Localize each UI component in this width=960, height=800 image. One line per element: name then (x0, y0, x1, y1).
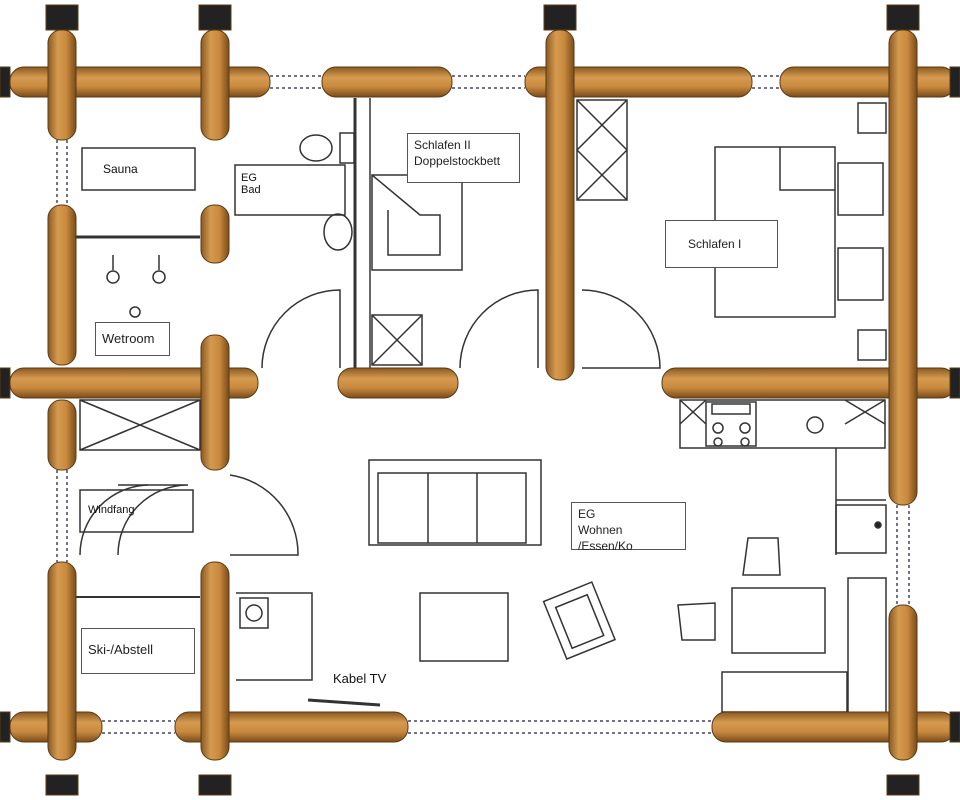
room-label-schlafen-1: Schlafen I (665, 220, 778, 268)
room-label-schlafen-2: Schlafen II Doppelstockbett (407, 133, 520, 183)
room-label-sauna: Sauna (103, 162, 138, 176)
room-label-wetroom: Wetroom (95, 322, 170, 356)
room-label-windfang: Windfang (88, 504, 135, 516)
room-label-bad-line2: Bad (241, 184, 261, 196)
label-kabel-tv: Kabel TV (333, 671, 387, 686)
room-label-wohnen-line1: EG (578, 507, 596, 521)
room-label-schlafen-2-line1: Schlafen II (414, 138, 471, 152)
room-label-wohnen-line2: Wohnen /Essen/Ko (578, 523, 633, 553)
room-label-bad: EG Bad (241, 172, 261, 196)
log-walls (0, 4, 960, 796)
room-label-schlafen-2-line2: Doppelstockbett (414, 154, 501, 168)
room-label-ski-abstell: Ski-/Abstell (81, 628, 195, 674)
room-label-bad-line1: EG (241, 172, 257, 184)
room-label-wohnen: EG Wohnen /Essen/Ko (571, 502, 686, 553)
